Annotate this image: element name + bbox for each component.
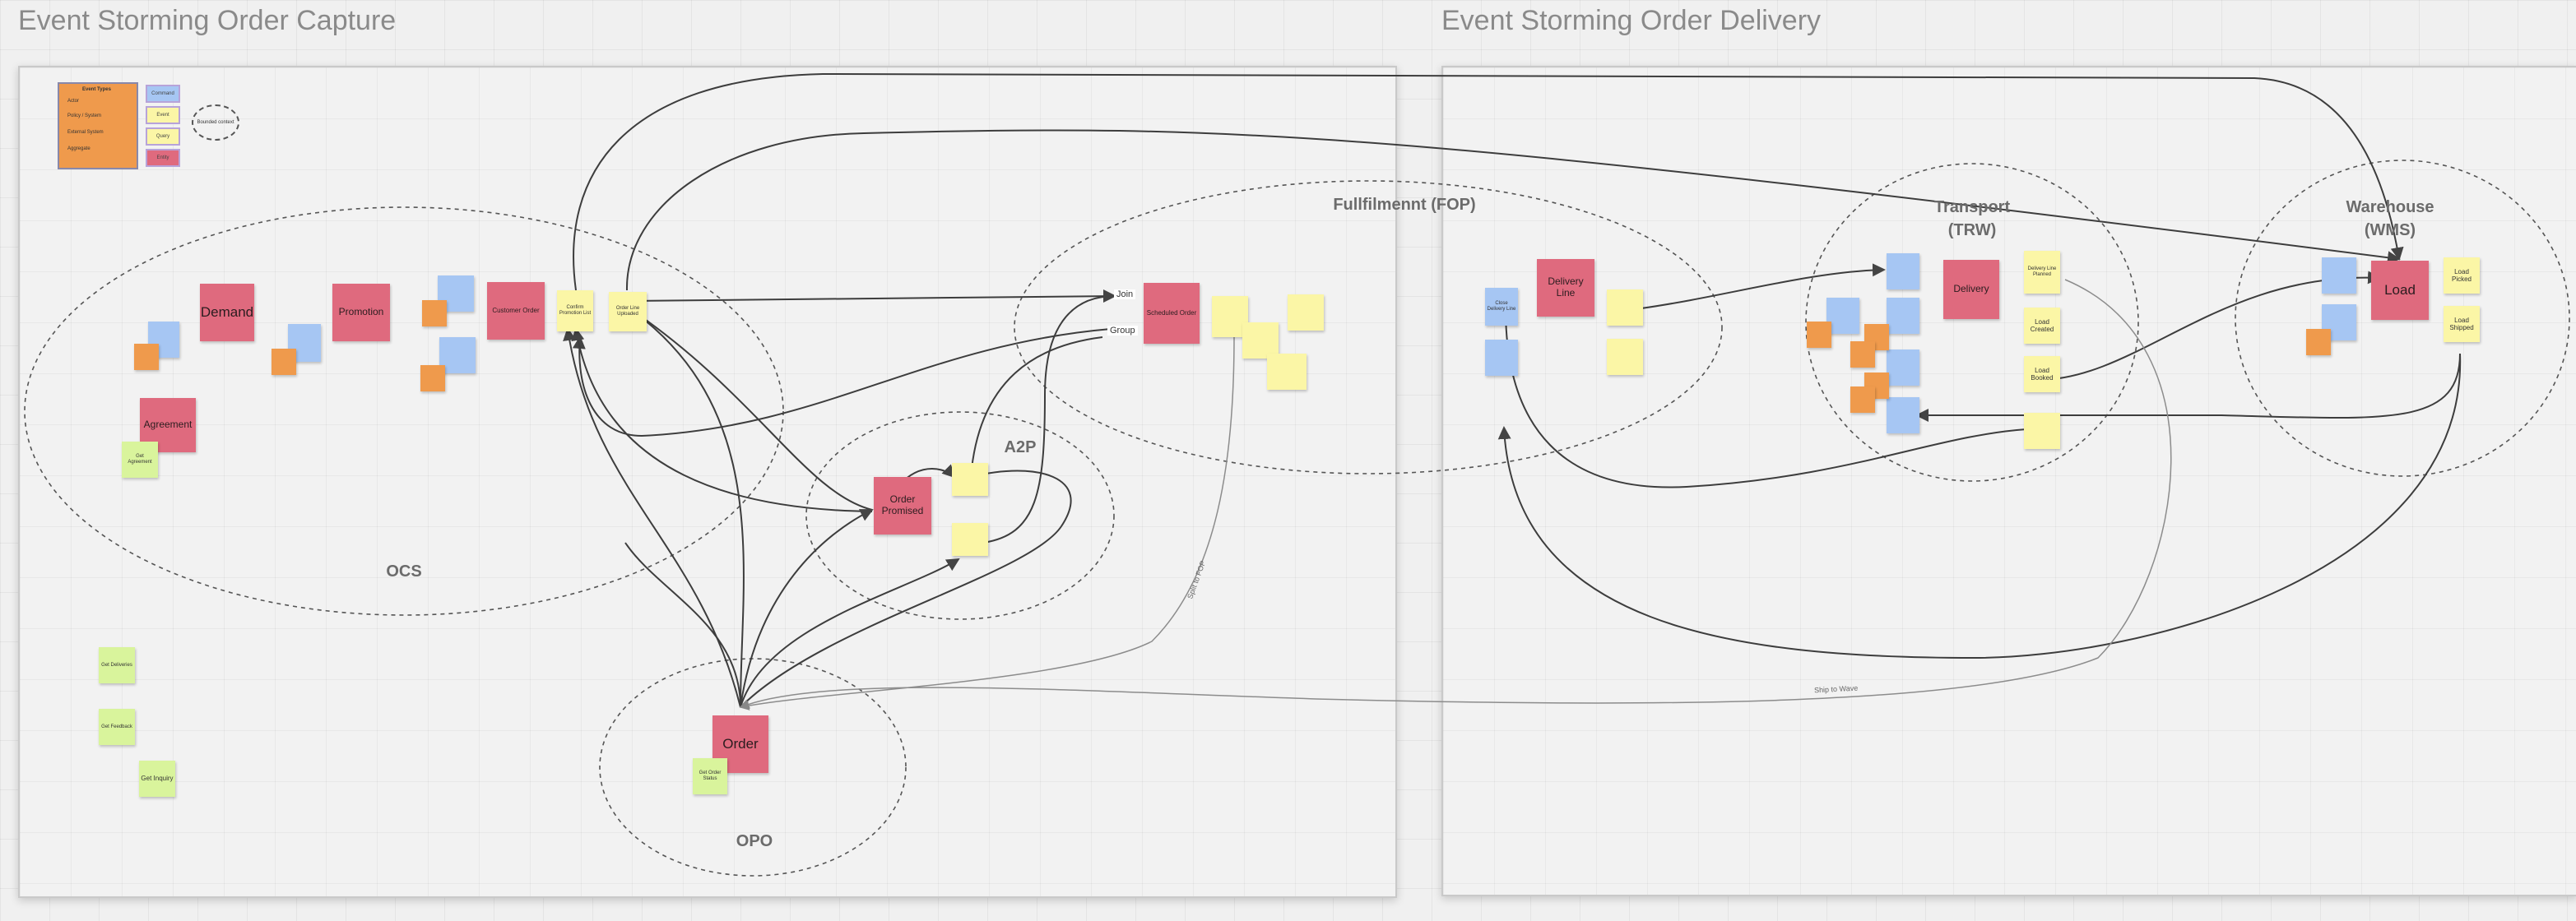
sticky-delivery-line[interactable]: Delivery Line — [1537, 259, 1594, 317]
sticky-load-shipped[interactable]: Load Shipped — [2444, 306, 2480, 342]
zone-trw-ellipse — [1805, 163, 2139, 482]
sticky-order-promised[interactable]: Order Promised — [874, 477, 931, 535]
zone-label-trw: Transport (TRW) — [1933, 198, 2011, 239]
tag-group[interactable]: Group — [1107, 326, 1138, 336]
sticky-scheduled-order[interactable]: Scheduled Order — [1144, 283, 1200, 344]
sticky-trw-command-2[interactable] — [1826, 298, 1859, 334]
sticky-trw-command-3[interactable] — [1887, 298, 1919, 334]
sticky-dl-command-2[interactable] — [1485, 340, 1518, 376]
zone-fop-ellipse — [1014, 180, 1723, 474]
sticky-trw-command-5[interactable] — [1887, 397, 1919, 433]
sticky-wms-actor-1[interactable] — [2306, 329, 2331, 355]
sticky-load-picked[interactable]: Load Picked — [2444, 257, 2480, 294]
sticky-order-line-uploaded[interactable]: Order Line Uploaded — [609, 292, 647, 331]
sticky-actor-1[interactable] — [134, 344, 159, 370]
frame-title-capture[interactable]: Event Storming Order Capture — [18, 5, 397, 36]
sticky-command-4[interactable] — [439, 337, 476, 373]
sticky-delivery-line-planned[interactable]: Delivery Line Planned — [2024, 251, 2060, 294]
legend-swatch-query[interactable]: Query — [146, 127, 180, 146]
sticky-load-created[interactable]: Load Created — [2024, 308, 2060, 344]
sticky-load[interactable]: Load — [2371, 261, 2429, 320]
sticky-trw-actor-3[interactable] — [1850, 341, 1875, 368]
sticky-a2p-event-1[interactable] — [952, 463, 988, 496]
zone-opo-ellipse — [599, 658, 907, 877]
zone-label-ocs: OCS — [386, 562, 422, 581]
legend-swatch-event[interactable]: Event — [146, 106, 180, 124]
legend-actor: Actor — [67, 99, 80, 104]
sticky-get-inquiry[interactable]: Get Inquiry — [139, 761, 175, 797]
zone-wms-ellipse — [2235, 160, 2570, 477]
zone-label-wms: Warehouse (WMS) — [2346, 198, 2434, 239]
sticky-get-agreement[interactable]: Get Agreement — [122, 442, 158, 478]
legend-external: External System — [67, 130, 104, 135]
sticky-delivery[interactable]: Delivery — [1943, 260, 1999, 319]
sticky-customer-order[interactable]: Customer Order — [487, 282, 545, 340]
sticky-actor-3[interactable] — [422, 300, 447, 326]
legend-oval-bounded-context[interactable]: Bounded context — [192, 104, 239, 141]
sticky-promotion[interactable]: Promotion — [332, 284, 390, 341]
sticky-trw-actor-1[interactable] — [1807, 322, 1831, 348]
sticky-actor-4[interactable] — [420, 365, 445, 391]
sticky-get-deliveries[interactable]: Get Deliveries — [99, 647, 135, 683]
sticky-trw-event-4[interactable] — [2024, 413, 2060, 449]
sticky-dl-event-2[interactable] — [1607, 339, 1643, 375]
sticky-load-booked[interactable]: Load Booked — [2024, 356, 2060, 392]
zone-ocs-ellipse — [24, 206, 784, 616]
legend-aggregate: Aggregate — [67, 146, 91, 151]
zone-label-fop: Fullfilmennt (FOP) — [1333, 196, 1476, 214]
sticky-trw-command-4[interactable] — [1887, 349, 1919, 386]
legend-title: Event Types — [82, 87, 111, 92]
zone-label-opo: OPO — [736, 832, 773, 850]
sticky-trw-command-1[interactable] — [1887, 253, 1919, 289]
sticky-fop-event-2[interactable] — [1242, 322, 1279, 359]
frame-title-delivery[interactable]: Event Storming Order Delivery — [1441, 5, 1822, 36]
sticky-wms-command-1[interactable] — [2322, 257, 2356, 294]
legend-policy: Policy / System — [67, 113, 102, 118]
sticky-a2p-event-2[interactable] — [952, 523, 988, 556]
sticky-actor-2[interactable] — [272, 349, 296, 375]
legend-card[interactable]: Event Types Actor Policy / System Extern… — [58, 82, 138, 169]
tag-join[interactable]: Join — [1114, 289, 1136, 299]
sticky-dl-event-1[interactable] — [1607, 289, 1643, 326]
sticky-fop-event-3[interactable] — [1288, 294, 1324, 331]
sticky-get-order-status[interactable]: Get Order Status — [693, 758, 727, 794]
sticky-trw-actor-5[interactable] — [1850, 386, 1875, 413]
sticky-fop-event-4[interactable] — [1267, 354, 1307, 390]
sticky-confirm-promotion[interactable]: Confirm Promotion List — [557, 290, 593, 331]
zone-label-a2p: A2P — [1004, 438, 1037, 456]
sticky-demand[interactable]: Demand — [200, 284, 254, 341]
sticky-get-feedback[interactable]: Get Feedback — [99, 709, 135, 745]
zone-a2p-ellipse — [805, 411, 1115, 620]
sticky-fop-event-1[interactable] — [1212, 296, 1248, 337]
sticky-close-delivery-line[interactable]: Close Delivery Line — [1485, 288, 1518, 326]
legend-swatch-entity[interactable]: Entity — [146, 149, 180, 167]
legend-swatch-command[interactable]: Command — [146, 85, 180, 103]
